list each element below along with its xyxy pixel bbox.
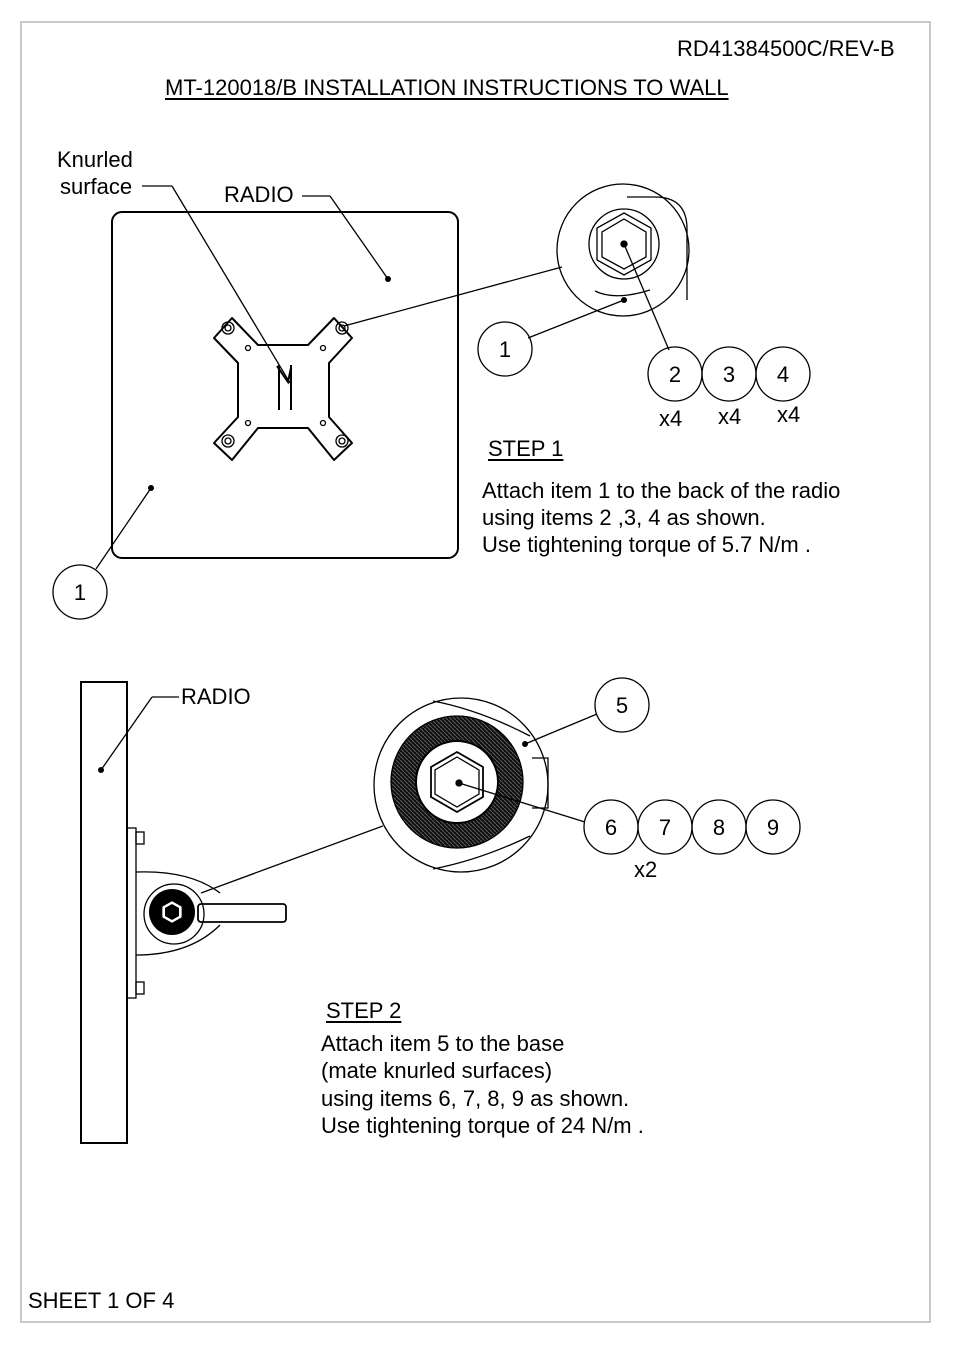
knurled-label-line1: Knurled: [57, 147, 133, 172]
balloon-number-2: 2: [669, 362, 681, 387]
radio-back-view: [111, 211, 459, 559]
radio-side-view: [80, 681, 287, 1144]
balloon-number-1-main: 1: [74, 580, 86, 605]
balloon-item4: [755, 346, 811, 402]
balloon-number-5: 5: [616, 693, 628, 718]
balloon-number-6: 6: [605, 815, 617, 840]
balloon-number-9: 9: [767, 815, 779, 840]
step2-line-2: (mate knurled surfaces): [321, 1058, 553, 1083]
document-number: RD41384500C/REV-B: [677, 36, 895, 61]
balloon-number-7: 7: [659, 815, 671, 840]
step2-heading: STEP 2: [326, 998, 402, 1023]
knurled-detail-step2: [373, 697, 549, 873]
qty-item4: x4: [777, 402, 801, 427]
step1-line-3: Use tightening torque of 5.7 N/m .: [482, 532, 811, 557]
balloon-item9: [745, 799, 801, 855]
step1-line-2: using items 2 ,3, 4 as shown.: [482, 505, 766, 530]
balloon-number-1-detail: 1: [499, 337, 511, 362]
balloon-number-4: 4: [777, 362, 789, 387]
balloon-item1-main: [52, 564, 108, 620]
radio-label-step2: RADIO: [181, 684, 251, 709]
bolt-detail-step1: [556, 183, 690, 317]
qty-item3: x4: [718, 404, 742, 429]
radio-label-step1: RADIO: [224, 182, 294, 207]
qty-item2: x4: [659, 406, 683, 431]
step2-line-4: Use tightening torque of 24 N/m .: [321, 1113, 644, 1138]
drawing-frame: [20, 21, 931, 1323]
page-title: MT-120018/B INSTALLATION INSTRUCTIONS TO…: [165, 75, 729, 100]
balloon-number-8: 8: [713, 815, 725, 840]
balloon-number-3: 3: [723, 362, 735, 387]
step2-line-3: using items 6, 7, 8, 9 as shown.: [321, 1086, 630, 1111]
balloon-item1-detail: [477, 321, 533, 377]
step1-line-1: Attach item 1 to the back of the radio: [482, 478, 841, 503]
step2-line-1: Attach item 5 to the base: [321, 1031, 565, 1056]
mounting-bracket: [213, 317, 353, 461]
balloon-item5: [594, 677, 650, 733]
sheet-number: SHEET 1 OF 4: [28, 1288, 175, 1313]
step1-heading: STEP 1: [488, 436, 564, 461]
knurled-label-line2: surface: [60, 174, 133, 199]
qty-items-6-9: x2: [634, 857, 658, 882]
